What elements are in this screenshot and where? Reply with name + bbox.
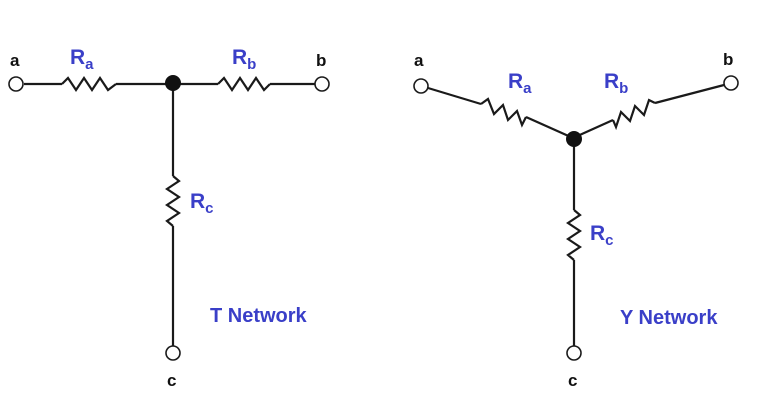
- y-resistor-rb: [611, 98, 656, 131]
- t-label-rc: Rc: [190, 190, 214, 217]
- y-network: a b c Ra Rb Rc Y Network: [413, 50, 739, 390]
- y-label-rc-subscript: c: [605, 232, 613, 249]
- t-node-label-c: c: [167, 371, 176, 390]
- t-node-label-b: b: [316, 51, 326, 70]
- y-junction-node: [566, 131, 582, 147]
- t-label-rb-symbol: R: [232, 46, 247, 69]
- y-label-ra: Ra: [508, 70, 532, 97]
- y-label-rc-symbol: R: [590, 222, 605, 245]
- t-label-rc-symbol: R: [190, 190, 205, 213]
- y-node-label-a: a: [414, 51, 424, 70]
- t-label-ra: Ra: [70, 46, 94, 73]
- y-label-rb: Rb: [604, 70, 628, 97]
- y-node-label-b: b: [723, 50, 733, 69]
- y-terminal-c: [566, 345, 582, 361]
- t-label-ra-symbol: R: [70, 46, 85, 69]
- y-terminal-a: [413, 78, 429, 94]
- t-label-rb-subscript: b: [247, 56, 256, 73]
- y-terminal-b: [723, 75, 739, 91]
- y-wire-ra-to-junction: [525, 115, 574, 140]
- y-label-rb-subscript: b: [619, 80, 628, 97]
- y-wire-rb-to-b: [654, 83, 725, 105]
- y-label-ra-subscript: a: [523, 80, 532, 97]
- t-network-caption: T Network: [210, 305, 308, 327]
- y-label-rc: Rc: [590, 222, 614, 249]
- y-wire-a-to-ra: [427, 86, 482, 106]
- y-network-caption: Y Network: [620, 307, 718, 329]
- t-resistor-rb: [217, 76, 271, 92]
- t-label-rc-subscript: c: [205, 200, 213, 217]
- t-label-rb: Rb: [232, 46, 256, 73]
- t-terminal-a: [8, 76, 24, 92]
- t-terminal-b: [314, 76, 330, 92]
- t-terminal-c: [165, 345, 181, 361]
- t-network: a b c Ra Rb Rc T Network: [8, 46, 330, 390]
- y-label-ra-symbol: R: [508, 70, 523, 93]
- t-resistor-rc: [165, 175, 181, 227]
- t-node-label-a: a: [10, 51, 20, 70]
- t-junction-node: [165, 75, 181, 91]
- t-label-ra-subscript: a: [85, 56, 94, 73]
- y-resistor-rc: [566, 209, 582, 261]
- y-resistor-ra: [480, 97, 527, 128]
- y-label-rb-symbol: R: [604, 70, 619, 93]
- t-resistor-ra: [61, 76, 117, 92]
- y-node-label-c: c: [568, 371, 577, 390]
